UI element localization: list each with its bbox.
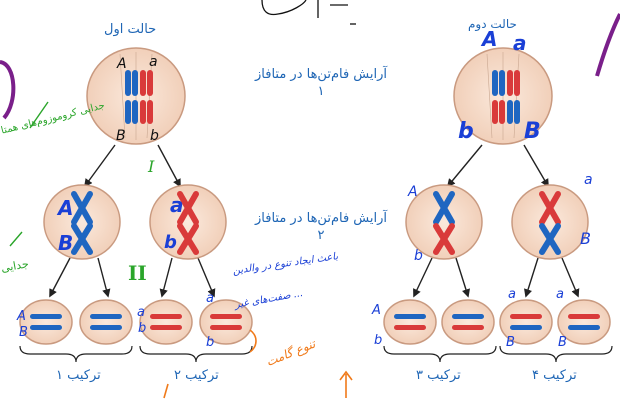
allele-a-gamete2b: a: [206, 291, 214, 306]
metaphase1-label: آرایش فام‌تن‌ها در متافاز ۱: [254, 67, 387, 99]
combination-label-2: ترکیب ۲: [174, 368, 219, 383]
gamete-2b: [199, 299, 253, 345]
brace-combination-1: [19, 345, 133, 363]
allele-a-gamete2: a: [137, 305, 145, 320]
purple-mark-right: [595, 13, 620, 77]
gamete-4b: [557, 299, 611, 345]
brace-combination-4: [499, 345, 613, 363]
gamete-1b: [79, 299, 133, 345]
case2-cell-red-blue: [511, 184, 589, 260]
allele-b-gamete2b: b: [206, 335, 214, 350]
green-stroke-left-2: [9, 231, 23, 247]
allele-A-case2: A: [480, 27, 497, 51]
allele-b-case2: b: [458, 119, 474, 144]
allele-B-cell-blue: B: [58, 231, 73, 255]
allele-B-cell4: B: [580, 229, 591, 248]
case2-cell-blue-red: [405, 184, 483, 260]
allele-A-cell-blue: A: [56, 196, 73, 220]
allele-a-cell4: a: [584, 172, 593, 188]
allele-b-case1: b: [150, 128, 159, 144]
allele-a-cell-red: a: [170, 193, 184, 217]
metaphase2-label: آرایش فام‌تن‌ها در متافاز ۲: [254, 211, 387, 243]
gamete-1a: [19, 299, 73, 345]
case2-parent-cell: [453, 47, 553, 145]
allele-b-gamete3: b: [374, 333, 382, 348]
allele-B-case1: B: [116, 128, 126, 144]
case2-arrows: [413, 144, 580, 298]
allele-B-gamete4: B: [506, 335, 515, 350]
allele-b-cell3: b: [414, 248, 423, 264]
division-marker-II: II: [128, 261, 147, 285]
division-marker-I: I: [147, 157, 155, 176]
case1-cell-blue: [43, 184, 121, 260]
allele-B-case2: B: [524, 119, 541, 144]
case2-title: حالت دوم: [468, 17, 517, 31]
allele-a-gamete4: a: [508, 287, 516, 302]
orange-arrow-up: [339, 370, 353, 398]
purple-mark-left: [0, 60, 16, 120]
allele-labels: A a B b A a b B A B a b A B a b a b A b …: [16, 27, 593, 350]
green-stroke-left-1: [29, 101, 49, 129]
allele-A-case1: A: [116, 56, 127, 72]
allele-a-case1: a: [149, 54, 158, 70]
allele-A-gamete3: A: [371, 303, 381, 318]
gamete-2a: [139, 299, 193, 345]
gamete-3a: [383, 299, 437, 345]
gamete-4a: [499, 299, 553, 345]
orange-bracket: [249, 329, 257, 353]
brace-combination-2: [139, 345, 253, 363]
top-handwriting-mark: [261, 0, 356, 25]
case1-title: حالت اول: [104, 22, 157, 37]
allele-A-cell3: A: [407, 184, 418, 200]
brace-combination-3: [383, 345, 497, 363]
allele-b-gamete2: b: [138, 321, 146, 336]
allele-A-gamete1: A: [16, 309, 26, 324]
case1-arrows: [49, 144, 216, 298]
allele-a-case2: a: [513, 31, 527, 55]
allele-B-gamete4b: B: [558, 335, 567, 350]
orange-tick: [163, 383, 169, 399]
case1-cell-red: [149, 184, 227, 260]
combination-label-4: ترکیب ۴: [532, 368, 577, 383]
combination-label-1: ترکیب ۱: [56, 368, 101, 383]
allele-B-gamete1: B: [19, 325, 28, 340]
case1-parent-cell: [86, 47, 186, 145]
gamete-3b: [441, 299, 495, 345]
combination-label-3: ترکیب ۳: [416, 368, 461, 383]
allele-a-gamete4b: a: [556, 287, 564, 302]
allele-b-cell-red: b: [164, 232, 177, 253]
